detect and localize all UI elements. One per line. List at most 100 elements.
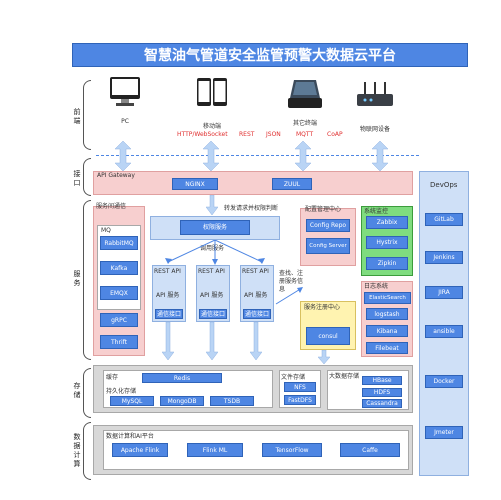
side-label-compute: 数据计算 [73,433,81,469]
gitlab-node: GitLab [425,213,463,226]
devops-label: DevOps [430,181,458,189]
persist-label: 持久化存储 [106,388,137,395]
redis-node: Redis [142,373,222,383]
forward-text: 转发请求并权限判断 [224,205,279,212]
jira-node: JIRA [425,286,463,299]
interface-brace [83,158,91,196]
ansible-node: ansible [425,325,463,338]
caffe-node: Caffe [340,443,400,457]
side-label-interface: 接口 [73,170,81,188]
config-center-panel [300,208,356,266]
comm-interface-3: 通信接口 [243,309,271,319]
jenkins-node: Jenkins [425,251,463,264]
down-arrow-icon [250,322,262,360]
rest-api-label: REST API [198,268,225,275]
kibana-node: Kibana [366,325,408,337]
log-label: 日志系统 [364,283,389,290]
nfs-node: NFS [284,382,316,392]
mysql-node: MySQL [110,396,154,406]
compute-label: 数据计算和AI平台 [106,433,154,440]
api-gateway-label: API Gateway [97,172,135,179]
front-separator [96,155,419,156]
comm-interface-1: 通信接口 [155,309,183,319]
service-brace [83,200,91,360]
fastdfs-node: FastDFS [284,395,316,405]
device-label-other: 其它终端 [292,120,317,127]
zabbix-node: Zabbix [366,216,408,229]
config-center-label: 配置管理中心 [305,206,342,213]
monitor-label: 系统监控 [364,208,389,215]
mongodb-node: MongoDB [160,396,204,406]
rest-api-label: REST API [242,268,269,275]
flink-ml-node: Flink ML [187,443,243,457]
pc-icon [110,77,140,106]
docker-node: Docker [425,375,463,388]
down-arrow-icon [162,322,174,360]
cassandra-node: Cassandra [362,399,402,408]
zipkin-node: Zipkin [366,257,408,270]
discover-text: 查找、注册服务信息 [279,270,304,293]
device-label-pc: PC [121,118,129,125]
logstash-node: logstash [366,308,408,320]
double-arrow-icon [372,141,388,171]
protocol-label: REST [239,131,255,138]
discover-arrow [275,287,303,305]
consul-node: consul [306,327,350,345]
service-comm-label: 服务间通信 [96,203,127,210]
hystrix-node: Hystrix [366,236,408,249]
rabbitmq-node: RabbitMQ [100,236,138,250]
auth-service: 权限服务 [180,220,250,235]
branch-arrows [165,240,265,265]
thrift-node: Thrift [100,335,138,349]
double-arrow-icon [115,141,131,171]
emqx-node: EMQX [100,286,138,300]
mobile-icon [197,78,227,106]
front-brace [83,80,91,150]
protocol-label: HTTP/WebSocket [177,131,228,138]
device-label-mobile: 移动端 [202,123,221,130]
mq-label: MQ [101,227,111,234]
scanner-icon [288,80,322,108]
protocol-label: CoAP [327,131,343,138]
hbase-node: HBase [362,376,402,385]
side-label-front: 前端 [73,108,81,126]
jmeter-node: Jmeter [425,426,463,439]
hdfs-node: HDFS [362,388,402,397]
compute-brace [83,422,91,480]
down-arrow-icon [206,322,218,360]
call-service-text: 调用服务 [200,245,225,252]
kafka-node: Kafka [100,261,138,275]
api-service-label: API 服务 [244,292,268,299]
apache-flink-node: Apache Flink [112,443,168,457]
api-service-label: API 服务 [200,292,224,299]
bigdata-storage-label: 大数据存储 [329,373,360,380]
filebeat-node: Filebeat [366,342,408,354]
grpc-node: gRPC [100,313,138,327]
side-label-storage: 存储 [73,382,81,400]
page-title: 智慧油气管道安全监管预警大数据云平台 [72,43,468,67]
router-icon [357,82,393,106]
rest-api-label: REST API [154,268,181,275]
api-service-label: API 服务 [156,292,180,299]
cache-label: 缓存 [106,374,119,381]
tsdb-node: TSDB [210,396,254,406]
storage-brace [83,368,91,418]
comm-interface-2: 通信接口 [199,309,227,319]
down-arrow-icon [318,350,330,364]
device-label-iot: 物联网设备 [359,126,390,133]
nginx-node: NGINX [172,178,218,190]
config-server-node: Config Server [306,238,350,254]
file-storage-label: 文件存储 [281,374,306,381]
config-repo-node: Config Repo [306,219,350,232]
elasticsearch-node: ElasticSearch [364,292,411,304]
double-arrow-icon [295,141,311,171]
zuul-node: ZUUL [272,178,312,190]
tensorflow-node: TensorFlow [262,443,322,457]
side-label-service: 服务 [73,270,81,288]
protocol-label: MQTT [296,131,314,138]
protocol-label: JSON [266,131,281,138]
double-arrow-icon [203,141,219,171]
down-arrow-icon [206,195,218,215]
registry-label: 服务注册中心 [304,304,341,311]
api-gateway [93,171,413,195]
